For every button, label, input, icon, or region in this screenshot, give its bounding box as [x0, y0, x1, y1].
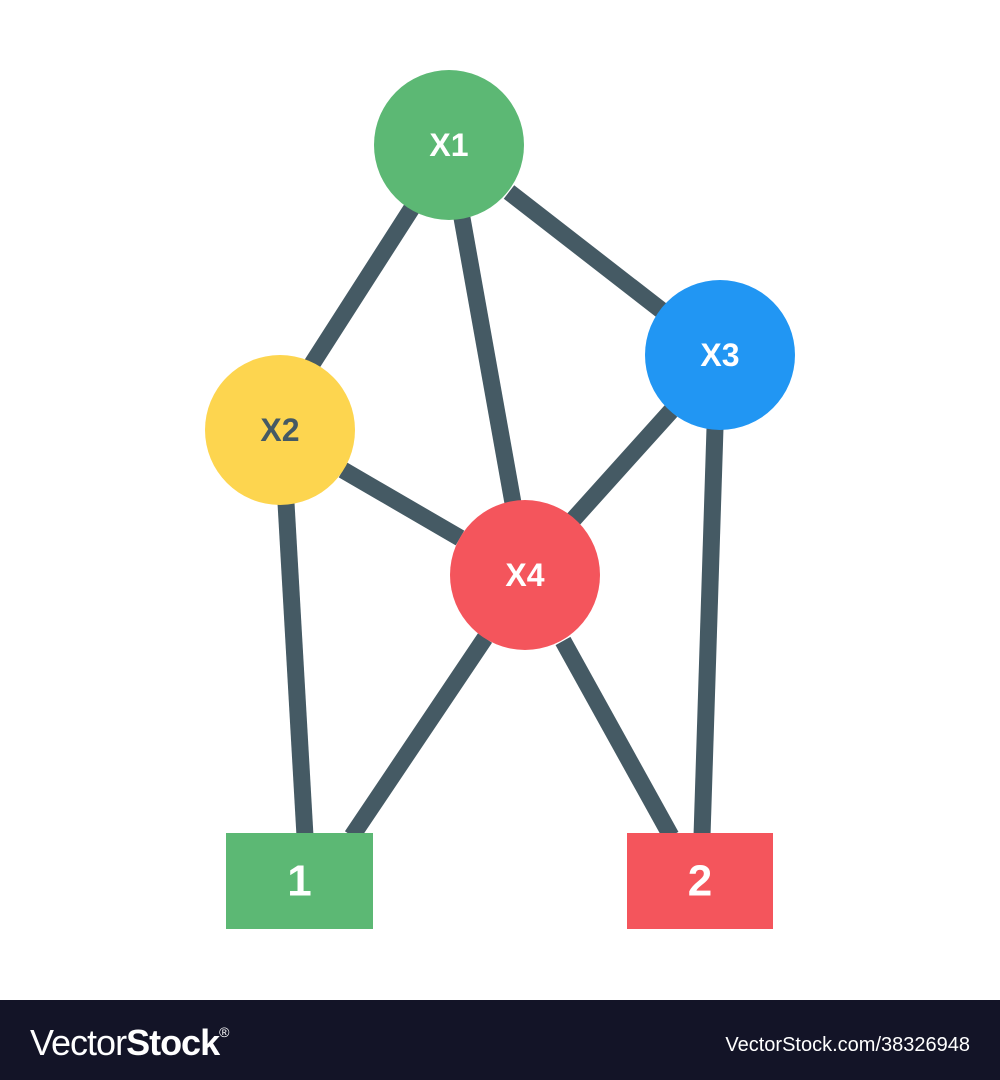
edge-x4-1 [344, 633, 493, 841]
edge-x3-x4 [564, 405, 678, 528]
node-x4: X4 [450, 500, 600, 650]
node-label: 1 [287, 857, 311, 906]
edge-x4-2 [555, 636, 679, 841]
node-label: X2 [260, 412, 299, 448]
node-label: X4 [505, 557, 544, 593]
node-circle [205, 355, 355, 505]
edges-group [277, 185, 724, 841]
edge-x2-1 [277, 502, 314, 837]
node-circle [645, 280, 795, 430]
edge-x3-2 [693, 427, 724, 837]
image-reference: VectorStock.com/38326948 [725, 1034, 970, 1056]
node-x2: X2 [205, 355, 355, 505]
edge-x1-x2 [304, 203, 420, 369]
node-label: X1 [429, 127, 468, 163]
logo-text-light: Vector [30, 1022, 127, 1063]
registered-mark-icon: ® [219, 1024, 229, 1040]
node-circle [374, 70, 524, 220]
node-box [627, 833, 773, 929]
edge-x2-x4 [338, 462, 465, 546]
watermark-footer: VectorStock® VectorStock.com/38326948 [0, 1000, 1000, 1080]
node-label: X3 [700, 337, 739, 373]
node-1: 1 [226, 833, 373, 929]
node-x1: X1 [374, 70, 524, 220]
node-box [226, 833, 373, 929]
node-label: 2 [688, 857, 712, 906]
logo-text-bold: Stock [126, 1022, 220, 1063]
edge-x1-x4 [453, 216, 522, 505]
node-x3: X3 [645, 280, 795, 430]
vectorstock-logo: VectorStock® [30, 1022, 229, 1064]
node-2: 2 [627, 833, 773, 929]
node-circle [450, 500, 600, 650]
edge-x1-x3 [503, 185, 667, 317]
